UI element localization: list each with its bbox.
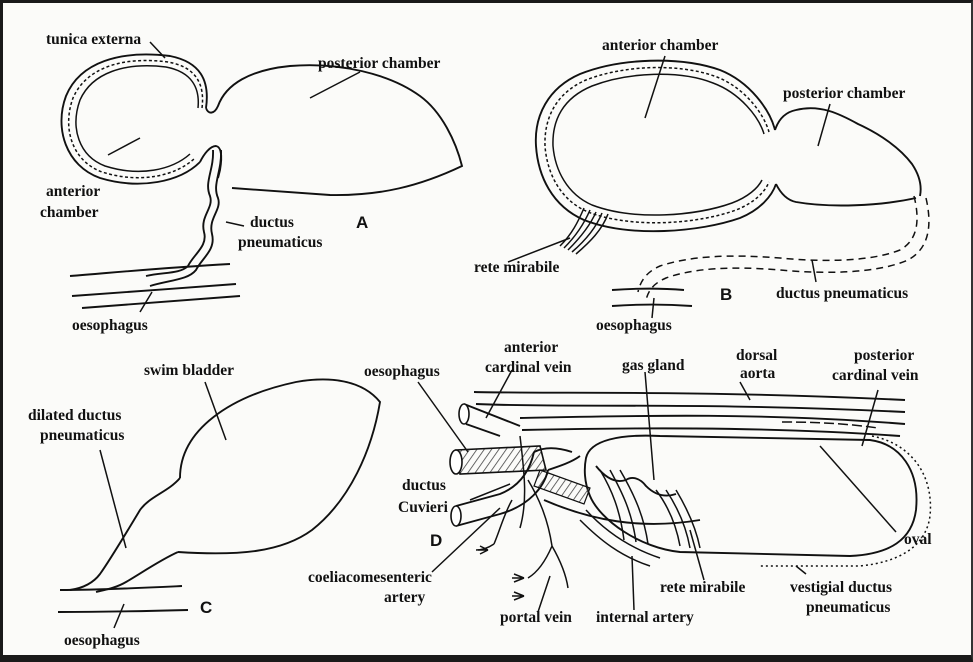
panel-letter-c: C	[200, 598, 212, 617]
anterior-chamber-b-beads	[545, 68, 769, 223]
oesophagus-a-bottom	[82, 296, 240, 308]
oesophagus-b-lower	[612, 305, 692, 307]
label-posterior-cardinal-1: posterior	[854, 347, 914, 364]
artery-end-stars	[478, 546, 524, 600]
posterior-cardinal-lower	[522, 428, 900, 436]
swim-bladder-d-outline	[585, 436, 917, 556]
oesophagus-c-lower	[58, 610, 188, 612]
label-coeliac-2: artery	[384, 589, 426, 606]
label-dorsal-aorta-2: aorta	[740, 365, 776, 382]
leader-portal-vein	[538, 576, 550, 612]
oesophagus-b-upper	[612, 289, 684, 291]
posterior-cardinal-upper	[520, 416, 905, 424]
label-anterior-chamber-b: anterior chamber	[602, 37, 718, 54]
label-dilated-2: pneumaticus	[40, 427, 124, 444]
leader-oesophagus-c	[114, 604, 124, 628]
oesophagus-a-upper	[70, 264, 230, 276]
leader-vestigial	[796, 566, 806, 574]
posterior-cardinal-dashes	[782, 422, 878, 428]
label-posterior-chamber-a: posterior chamber	[318, 55, 441, 72]
label-oesophagus-c: oesophagus	[64, 632, 140, 649]
panel-letter-d: D	[430, 531, 442, 550]
oesophagus-d-hatch-2	[534, 470, 590, 504]
label-coeliac-1: coeliacomesenteric	[308, 569, 432, 586]
leader-ductus-a	[226, 222, 244, 226]
label-ductus-cuvieri-1: ductus	[402, 477, 446, 494]
label-anterior-cardinal-1: anterior	[504, 339, 558, 356]
panel-b: anterior chamber posterior chamber rete …	[474, 37, 929, 334]
label-anterior-a-2: chamber	[40, 204, 99, 221]
label-oval: oval	[904, 531, 932, 548]
dorsal-aorta-upper	[474, 392, 905, 400]
label-posterior-chamber-b: posterior chamber	[783, 85, 906, 102]
label-oesophagus-a: oesophagus	[72, 317, 148, 334]
anterior-cardinal-tube	[464, 404, 520, 436]
label-ductus-cuvieri-2: Cuvieri	[398, 499, 449, 516]
leader-anterior-cardinal	[486, 370, 512, 418]
label-dilated-1: dilated ductus	[28, 407, 121, 424]
leader-ductus-b	[812, 260, 816, 282]
label-oesophagus-d: oesophagus	[364, 363, 440, 380]
internal-artery	[544, 500, 700, 524]
panel-letter-a: A	[356, 213, 368, 232]
label-gas-gland: gas gland	[622, 357, 685, 374]
label-posterior-cardinal-2: cardinal vein	[832, 367, 919, 384]
anterior-cardinal-end	[459, 404, 469, 424]
ductus-cuvieri-end	[451, 506, 461, 526]
label-oesophagus-b: oesophagus	[596, 317, 672, 334]
anterior-chamber-inner-wall	[76, 66, 198, 172]
gas-gland-blob	[596, 466, 676, 496]
label-ductus-a-2: pneumaticus	[238, 234, 322, 251]
panel-c: swim bladder dilated ductus pneumaticus …	[28, 362, 380, 649]
label-anterior-cardinal-2: cardinal vein	[485, 359, 572, 376]
oesophagus-d-end	[450, 450, 462, 474]
leader-oesophagus-b	[652, 298, 654, 318]
label-anterior-a-1: anterior	[46, 183, 100, 200]
leader-anterior-b	[645, 56, 665, 118]
panel-letter-b: B	[720, 285, 732, 304]
leader-dilated-ductus	[100, 450, 126, 548]
posterior-chamber-b-outline	[775, 108, 921, 196]
label-swim-bladder: swim bladder	[144, 362, 234, 379]
panel-a: tunica externa posterior chamber anterio…	[40, 31, 462, 334]
dilated-ductus-c-upper	[70, 478, 180, 590]
label-rete-mirabile-d: rete mirabile	[660, 579, 745, 596]
label-tunica-externa: tunica externa	[46, 31, 141, 48]
label-internal-artery: internal artery	[596, 609, 694, 626]
leader-gas-gland	[645, 372, 654, 480]
label-rete-mirabile-b: rete mirabile	[474, 259, 559, 276]
label-vestigial-2: pneumaticus	[806, 599, 890, 616]
leader-dorsal-aorta	[740, 382, 750, 400]
label-portal-vein: portal vein	[500, 609, 572, 626]
leader-internal-artery	[632, 556, 634, 610]
leader-anterior-a	[108, 138, 140, 155]
panel-d: oesophagus anterior cardinal vein gas gl…	[308, 339, 932, 626]
label-ductus-a-1: ductus	[250, 214, 294, 231]
ductus-pneumaticus-b-1	[638, 196, 917, 292]
leader-oval	[820, 446, 896, 532]
swim-bladder-c-outline	[178, 379, 380, 553]
posterior-chamber-b-lower	[776, 184, 916, 205]
rete-mirabile-b	[560, 208, 608, 254]
label-vestigial-1: vestigial ductus	[790, 579, 892, 596]
label-ductus-pneumaticus-b: ductus pneumaticus	[776, 285, 908, 302]
leader-posterior-a	[310, 72, 360, 98]
anterior-chamber-b-inner	[553, 74, 764, 215]
dorsal-aorta-lower	[476, 404, 905, 412]
label-dorsal-aorta-1: dorsal	[736, 347, 778, 364]
